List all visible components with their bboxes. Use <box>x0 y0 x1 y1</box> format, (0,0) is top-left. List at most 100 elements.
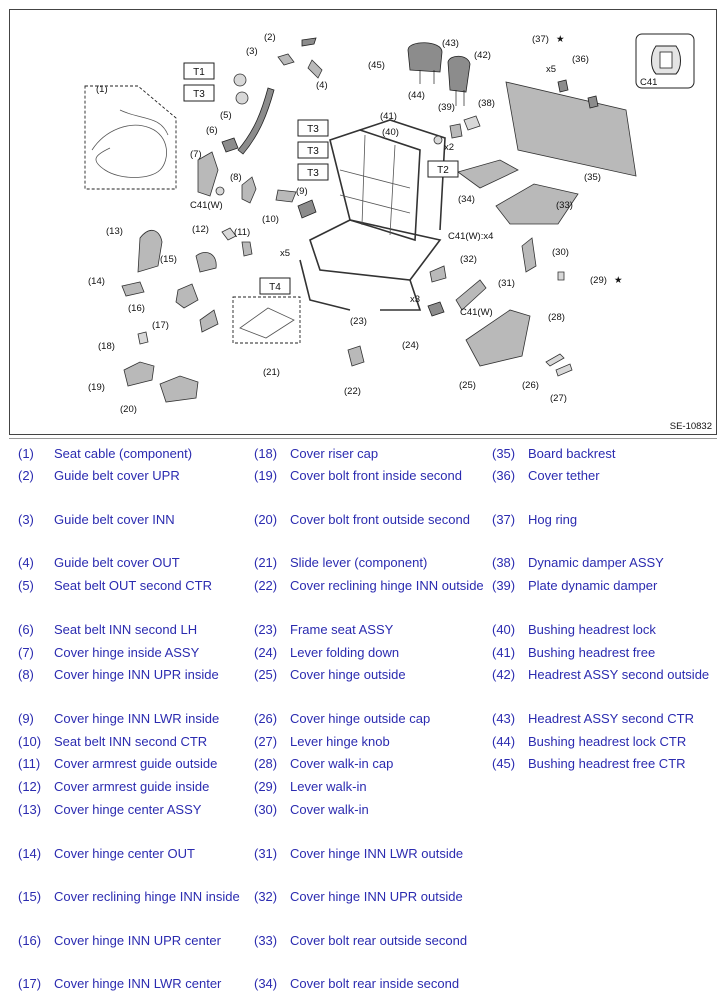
svg-text:T2: T2 <box>437 165 449 176</box>
callout-label: (33) <box>556 200 573 211</box>
svg-text:T3: T3 <box>307 124 319 135</box>
legend-entry-name: Cover hinge INN LWR outside <box>290 846 464 861</box>
callout-label: (8) <box>230 172 242 183</box>
legend-entry-number: (5) <box>18 578 34 593</box>
legend-entry-name: Seat cable (component) <box>54 446 193 461</box>
callout-label: (13) <box>106 226 123 237</box>
callout-label: (15) <box>160 254 177 265</box>
legend-entry-number: (36) <box>492 468 516 483</box>
callout-label: (34) <box>458 194 475 205</box>
cover-bolt-front-inside <box>123 361 155 387</box>
lever-folding-down <box>427 301 445 317</box>
callout-label: (1) <box>96 84 108 95</box>
slide-lever <box>239 307 295 339</box>
callout-label: (35) <box>584 172 601 183</box>
torque-tag: T3 <box>297 119 329 137</box>
callout-label: (44) <box>408 90 425 101</box>
cover-hinge-center-out <box>121 281 145 297</box>
star-mark: ★ <box>614 275 623 286</box>
legend-entry-name: Cover reclining hinge INN inside <box>54 889 240 904</box>
callout-labels: (1)(2)(3)(4)(5)(6)(7)(8)(9)(10)(11)(12)(… <box>88 32 607 415</box>
legend-entry-number: (14) <box>18 846 42 861</box>
reference-code: SE-10832 <box>669 421 712 432</box>
callout-label: (22) <box>344 386 361 397</box>
legend-entry-name: Cover hinge INN UPR outside <box>290 889 463 904</box>
torque-tag: T1 <box>183 62 215 80</box>
legend-entry-number: (24) <box>254 645 278 660</box>
callout-label: (4) <box>316 80 328 91</box>
torque-tag: T3 <box>183 84 215 102</box>
cover-armrest-guide-inside <box>221 227 237 241</box>
callout-label: (29) <box>590 275 607 286</box>
legend-entry-number: (3) <box>18 512 34 527</box>
legend-entry-number: (31) <box>254 846 278 861</box>
callout-label: (17) <box>152 320 169 331</box>
legend-entry-number: (34) <box>254 976 278 991</box>
legend-entry-number: (1) <box>18 446 34 461</box>
legend-entry-number: (25) <box>254 667 278 682</box>
legend-entry-number: (27) <box>254 734 278 749</box>
legend-entry-name: Cover hinge INN LWR center <box>54 976 222 991</box>
legend-entry-name: Cover riser cap <box>290 446 379 461</box>
cover-reclining-hinge-inn-inside <box>195 252 217 273</box>
clip <box>433 135 443 145</box>
legend-entry-name: Cover bolt front inside second <box>290 468 462 483</box>
legend-entry-number: (8) <box>18 667 34 682</box>
legend-entry-number: (6) <box>18 622 34 637</box>
legend-entry-number: (20) <box>254 512 278 527</box>
legend-entry-name: Cover hinge INN LWR inside <box>54 711 220 726</box>
cover-bolt-front-outside <box>159 375 199 403</box>
legend-entry-name: Board backrest <box>528 446 616 461</box>
legend-entry-name: Frame seat ASSY <box>290 622 394 637</box>
annotation-x5-top: x5 <box>546 64 556 75</box>
torque-tag: T2 <box>427 160 459 178</box>
legend-entry-number: (44) <box>492 734 516 749</box>
legend-entry-name: Cover hinge inside ASSY <box>54 645 200 660</box>
annotation-c41w-left: C41(W) <box>190 200 223 211</box>
legend-entry-name: Cover hinge outside <box>290 667 406 682</box>
legend-entry-name: Plate dynamic damper <box>528 578 658 593</box>
legend-entry-name: Cover armrest guide outside <box>54 756 218 771</box>
legend-entry-number: (22) <box>254 578 278 593</box>
legend-entry-name: Cover tether <box>528 468 600 483</box>
headrest-assy-ctr <box>407 42 443 73</box>
star-mark: ★ <box>556 34 565 45</box>
cover-hinge-outside <box>465 309 531 367</box>
callout-label: (28) <box>548 312 565 323</box>
seat-belt-inn-lh <box>221 137 239 153</box>
legend-entry-name: Cover walk-in cap <box>290 756 394 771</box>
annotation-c41w-right: C41(W) <box>460 307 493 318</box>
legend-entry-number: (30) <box>254 802 278 817</box>
legend-entry-name: Cover armrest guide inside <box>54 779 210 794</box>
legend-entry-name: Headrest ASSY second CTR <box>528 711 694 726</box>
callout-label: (10) <box>262 214 279 225</box>
legend-entry-name: Cover bolt rear outside second <box>290 933 468 948</box>
clip <box>215 186 225 196</box>
legend-entry-number: (32) <box>254 889 278 904</box>
cover-hinge-inn-lwr-inside <box>275 189 297 203</box>
callout-label: (3) <box>246 46 258 57</box>
cover-tether <box>587 95 599 109</box>
legend-entry-name: Hog ring <box>528 512 578 527</box>
cover-walk-in <box>521 237 537 273</box>
belt-retractor <box>233 73 247 87</box>
legend-entry-number: (37) <box>492 512 516 527</box>
annotation-c41w-x4: C41(W):x4 <box>448 231 493 242</box>
callout-label: (25) <box>459 380 476 391</box>
legend-entry-number: (38) <box>492 555 516 570</box>
legend-entry-name: Lever folding down <box>290 645 400 660</box>
legend-entry-name: Guide belt cover OUT <box>54 555 180 570</box>
callout-label: (37) <box>532 34 549 45</box>
legend-entry-name: Cover bolt rear inside second <box>290 976 460 991</box>
legend-entry-name: Cover hinge INN UPR center <box>54 933 221 948</box>
legend-entry-number: (28) <box>254 756 278 771</box>
torque-tag: T3 <box>297 163 329 181</box>
callout-label: (16) <box>128 303 145 314</box>
callout-label: (45) <box>368 60 385 71</box>
svg-text:T3: T3 <box>307 146 319 157</box>
cover-hinge-outside-cap <box>545 353 565 367</box>
guide-belt-cover-upr <box>301 37 317 47</box>
